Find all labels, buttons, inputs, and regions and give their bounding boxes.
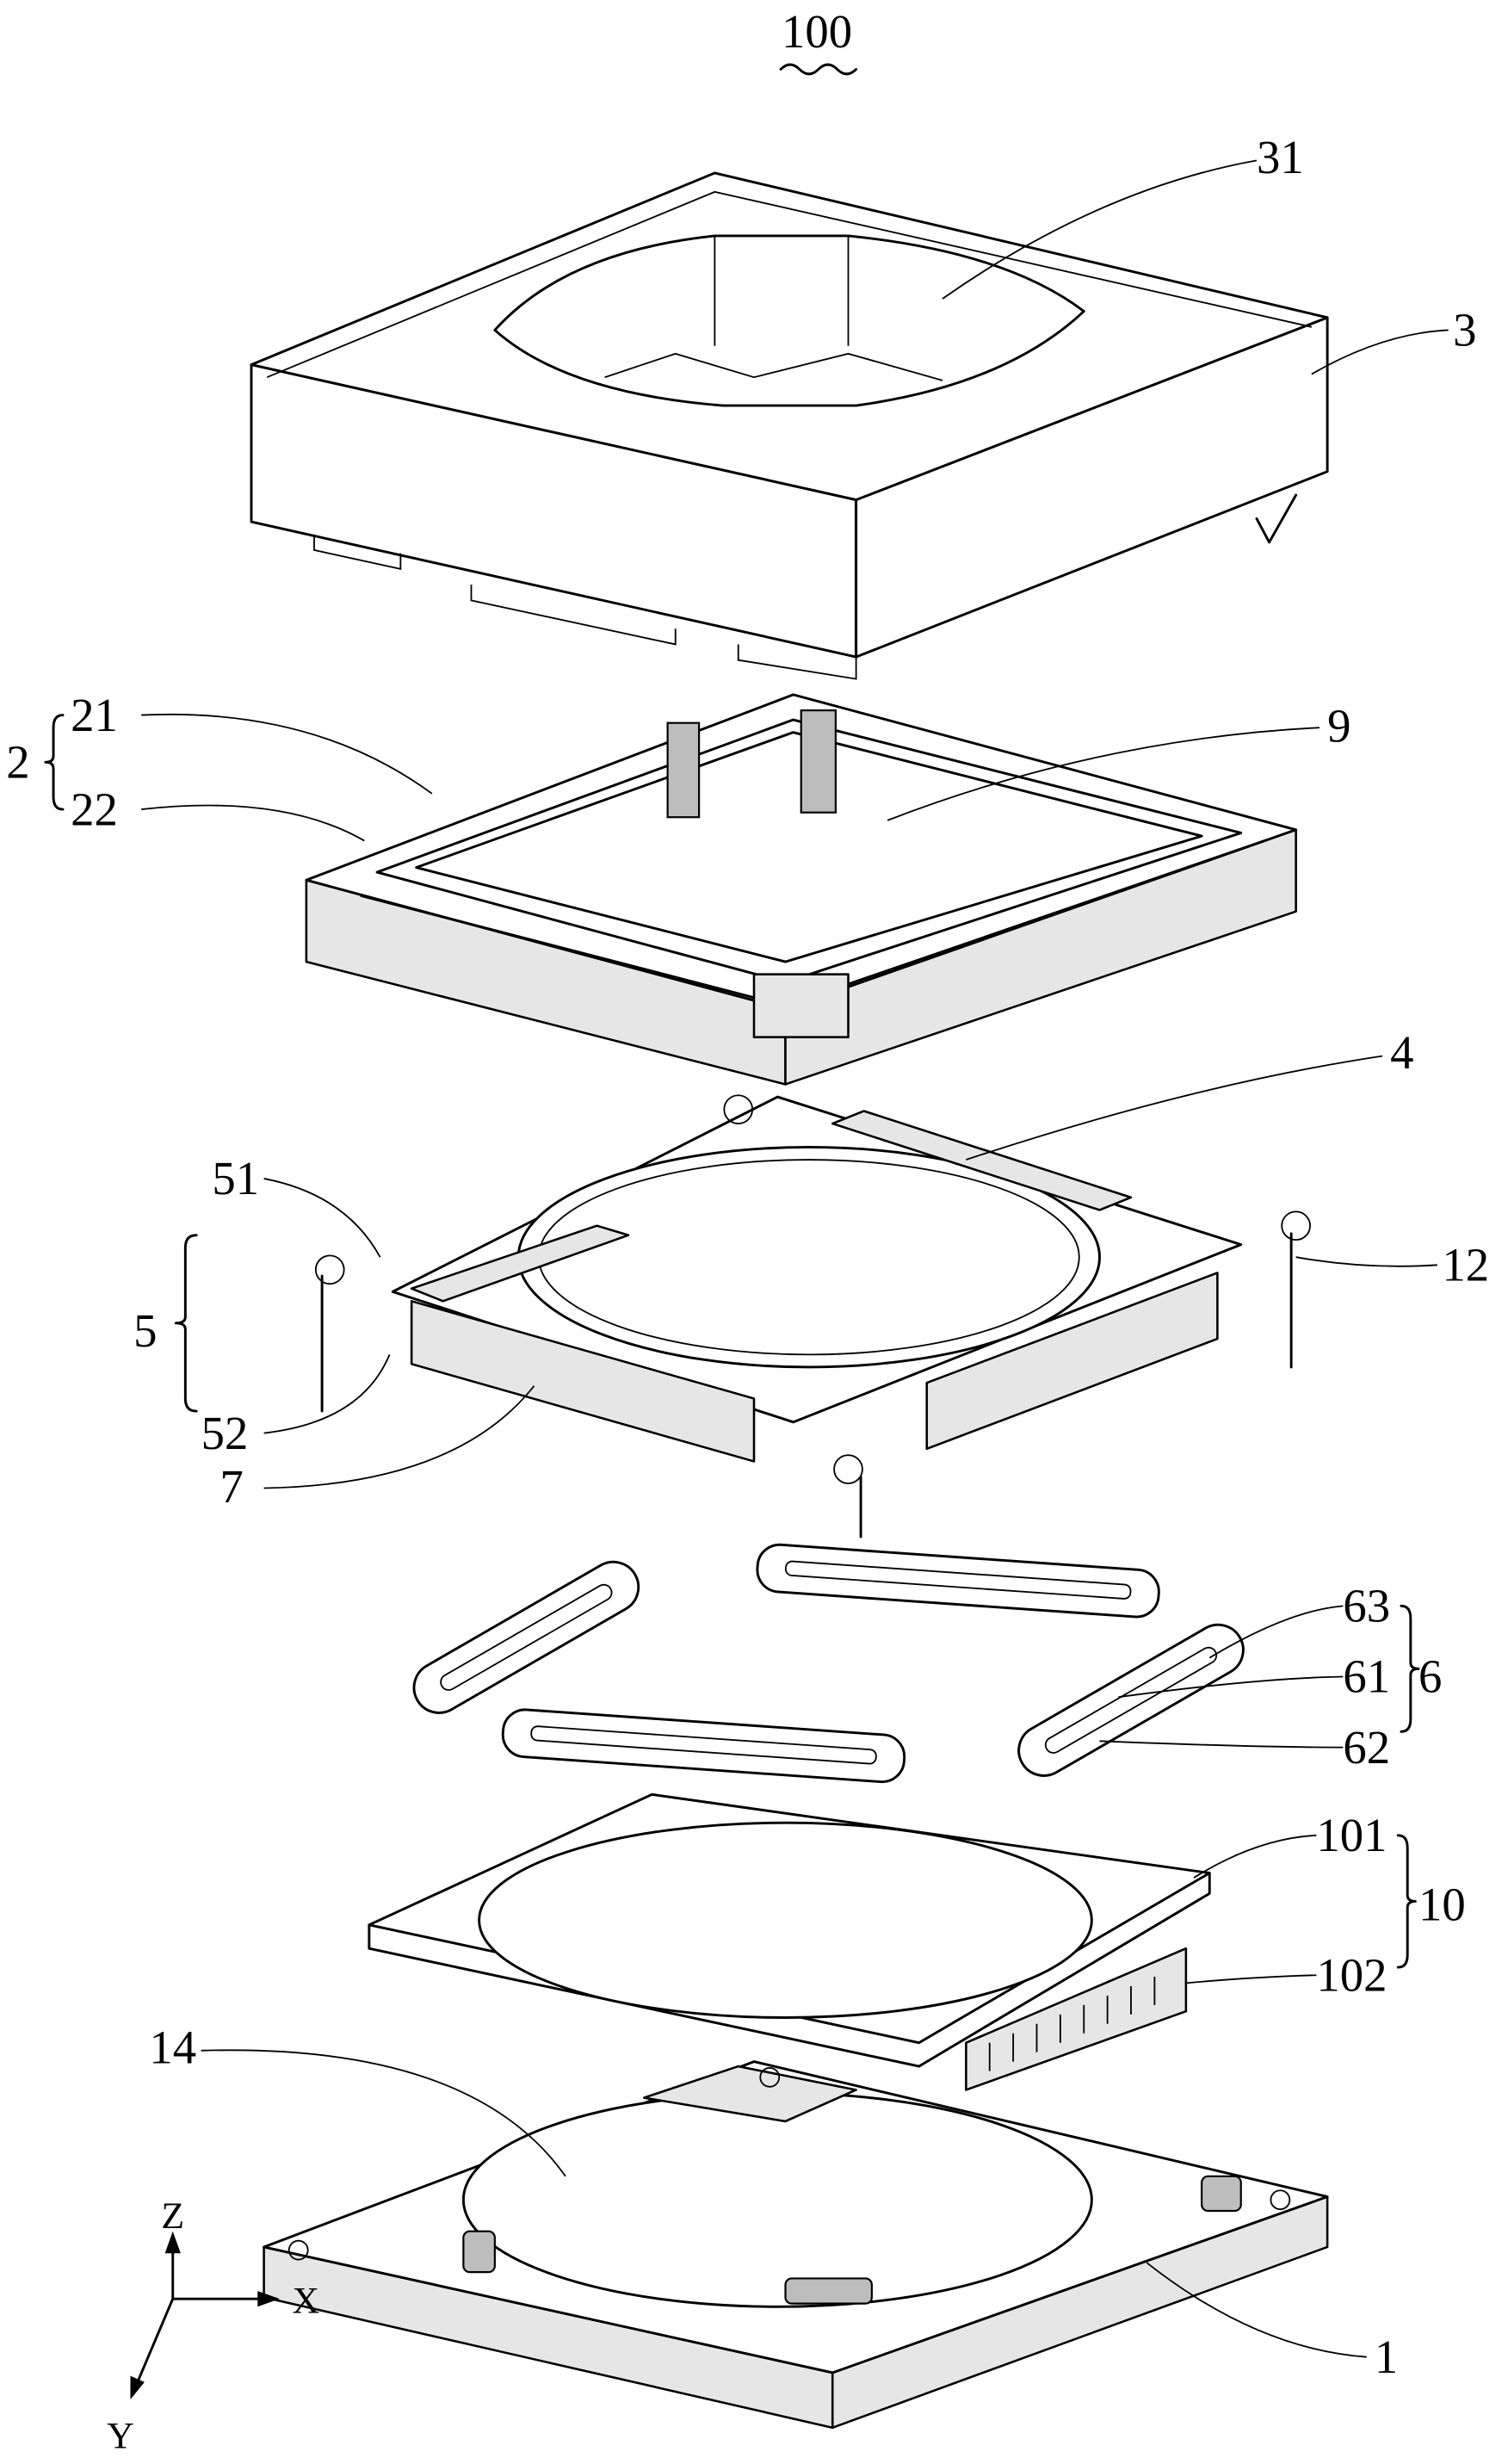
label-101: 101 xyxy=(1316,1809,1387,1861)
circuit-board xyxy=(369,1794,1209,2089)
label-2: 2 xyxy=(6,736,29,789)
label-9: 9 xyxy=(1327,700,1350,752)
leader-7 xyxy=(264,1386,535,1489)
label-62: 62 xyxy=(1343,1721,1390,1774)
lens-holder-with-magnets xyxy=(316,1095,1310,1537)
label-14: 14 xyxy=(149,2021,196,2073)
axis-y-label: Y xyxy=(107,2416,134,2457)
axis-z-label: Z xyxy=(161,2195,184,2237)
brace-2 xyxy=(46,715,63,810)
assembly-tilde xyxy=(781,65,856,74)
label-4: 4 xyxy=(1390,1026,1413,1079)
axis-x-label: X xyxy=(292,2281,319,2322)
brace-10 xyxy=(1398,1836,1415,1967)
leader-52 xyxy=(264,1354,390,1433)
leader-4 xyxy=(966,1056,1382,1160)
label-102: 102 xyxy=(1316,1948,1387,2001)
label-31: 31 xyxy=(1257,131,1304,183)
brace-6 xyxy=(1401,1606,1418,1731)
assembly-label: 100 xyxy=(782,5,852,58)
label-5: 5 xyxy=(133,1304,157,1357)
label-10: 10 xyxy=(1418,1878,1466,1930)
label-63: 63 xyxy=(1343,1580,1390,1632)
brace-5 xyxy=(176,1235,196,1411)
leader-101 xyxy=(1194,1836,1316,1878)
label-51: 51 xyxy=(212,1152,259,1204)
label-52: 52 xyxy=(201,1407,249,1459)
label-1: 1 xyxy=(1375,2331,1398,2383)
carrier-frame xyxy=(306,695,1296,1085)
label-6: 6 xyxy=(1418,1650,1442,1703)
label-12: 12 xyxy=(1442,1239,1489,1291)
cover-housing xyxy=(251,173,1327,679)
leader-51 xyxy=(264,1179,380,1257)
label-22: 22 xyxy=(71,783,118,835)
label-3: 3 xyxy=(1453,304,1476,356)
base xyxy=(264,2062,1328,2428)
label-61: 61 xyxy=(1343,1650,1390,1703)
leader-102 xyxy=(1186,1975,1316,1983)
leader-21 xyxy=(141,715,432,794)
damping-pads xyxy=(405,1544,1252,1786)
leader-22 xyxy=(141,806,364,841)
leader-12 xyxy=(1296,1257,1437,1266)
leader-3 xyxy=(1312,330,1449,374)
leader-62 xyxy=(1100,1741,1344,1747)
label-21: 21 xyxy=(71,689,118,741)
coordinate-axes xyxy=(130,2232,279,2399)
label-7: 7 xyxy=(220,1460,244,1513)
